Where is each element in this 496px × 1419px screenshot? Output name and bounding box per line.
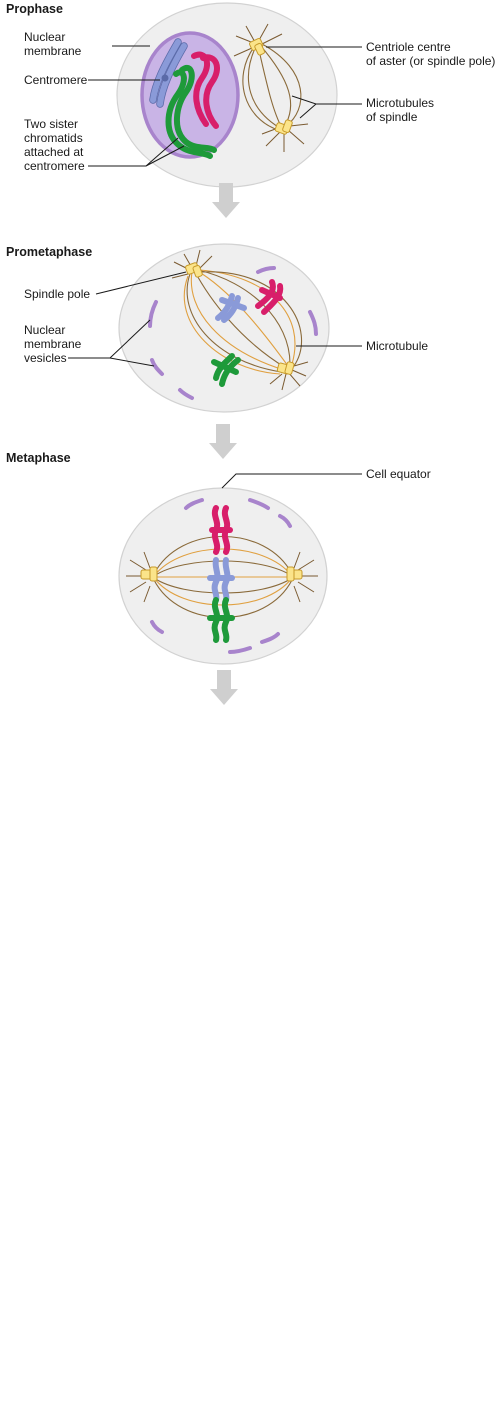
- prometaphase-panel: Prometaphase: [6, 243, 428, 413]
- leader-spindle-pole: [95, 271, 187, 295]
- arrow-down-icon: [209, 424, 237, 459]
- label-vesicles-2: membrane: [24, 337, 82, 351]
- prometaphase-chromosome-blue: [215, 293, 247, 323]
- metaphase-centriole-right: [286, 566, 303, 582]
- arrow-down-icon: [210, 670, 238, 705]
- label-sister-3: attached at: [24, 145, 84, 159]
- label-vesicles-1: Nuclear: [24, 323, 65, 337]
- leader-vesicles: [68, 319, 155, 367]
- label-centriole-1: Centriole centre: [366, 40, 451, 54]
- label-spindle-pole: Spindle pole: [24, 287, 90, 301]
- label-microtubules-2: of spindle: [366, 110, 418, 124]
- prometaphase-chromosome-red: [255, 279, 284, 315]
- leader-sister-chromatids: [88, 137, 185, 167]
- arrow-down-icon: [212, 183, 240, 218]
- metaphase-vesicles: [150, 498, 292, 654]
- metaphase-title: Metaphase: [6, 451, 71, 465]
- label-nuclear-membrane-1: Nuclear: [24, 30, 65, 44]
- prophase-title: Prophase: [6, 2, 63, 16]
- metaphase-chromosome-blue: [207, 557, 235, 603]
- label-vesicles-3: vesicles: [24, 351, 67, 365]
- leader-microtubules: [291, 95, 362, 119]
- prophase-chromosome-blue: [149, 38, 188, 108]
- metaphase-spindle: [126, 536, 318, 618]
- metaphase-panel: Metaphase: [6, 451, 431, 665]
- prophase-panel: Prophase: [6, 2, 495, 188]
- prometaphase-vesicles: [148, 266, 318, 400]
- prometaphase-centriole-bottom: [276, 361, 295, 375]
- prophase-centriole-bottom: [274, 119, 293, 135]
- prometaphase-chromosome-green: [211, 353, 241, 387]
- label-sister-2: chromatids: [24, 131, 83, 145]
- label-cell-equator: Cell equator: [366, 467, 431, 481]
- prometaphase-centriole-top: [185, 262, 203, 278]
- label-centriole-2: of aster (or spindle pole): [366, 54, 495, 68]
- metaphase-chromosome-green: [207, 597, 235, 643]
- label-centromere: Centromere: [24, 73, 88, 87]
- label-microtubule: Microtubule: [366, 339, 428, 353]
- metaphase-centriole-left: [140, 566, 158, 582]
- prophase-chromosome-green: [165, 65, 217, 159]
- label-nuclear-membrane-2: membrane: [24, 44, 82, 58]
- leader-cell-equator: [221, 473, 362, 489]
- prophase-chromosome-red: [191, 51, 220, 129]
- metaphase-chromosome-red: [209, 505, 233, 555]
- centromere-dot: [161, 74, 169, 82]
- label-sister-1: Two sister: [24, 117, 78, 131]
- label-sister-4: centromere: [24, 159, 85, 173]
- label-microtubules-1: Microtubules: [366, 96, 434, 110]
- prometaphase-cell: [118, 243, 330, 413]
- prometaphase-title: Prometaphase: [6, 245, 92, 259]
- prophase-centriole-top: [249, 37, 266, 56]
